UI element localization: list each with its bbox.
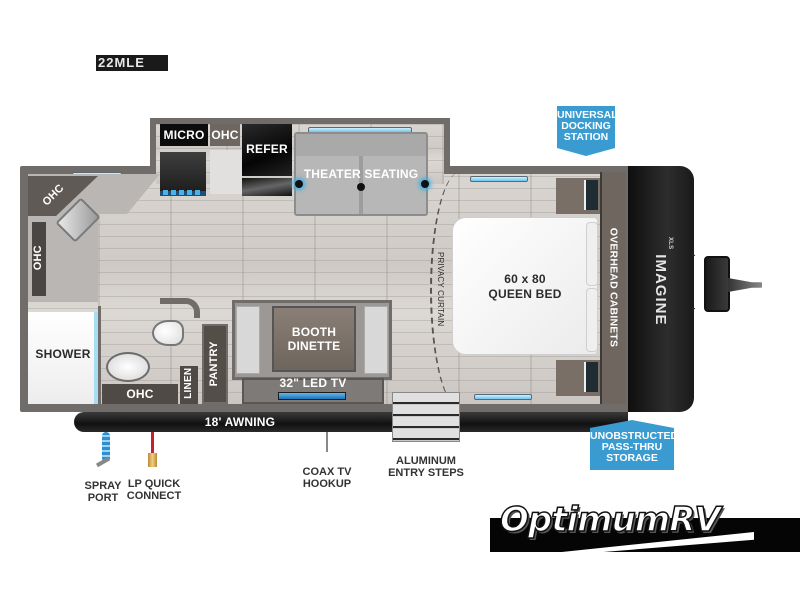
front-cap	[628, 166, 694, 412]
hitch-coupler	[728, 278, 762, 292]
entry-steps-label: ALUMINUM ENTRY STEPS	[384, 455, 468, 479]
shower	[28, 312, 98, 404]
coax-label: COAX TV HOOKUP	[296, 466, 358, 490]
lp-hose	[151, 432, 154, 454]
queen-bed	[452, 217, 598, 355]
bed-size-label: 60 x 80	[504, 272, 546, 286]
tv-label: 32" LED TV	[279, 376, 347, 390]
bath-door-wall	[160, 298, 200, 318]
privacy-curtain	[430, 172, 490, 408]
refrigerator	[242, 124, 292, 176]
lp-quick-connect-label: LP QUICK CONNECT	[124, 478, 184, 502]
privacy-curtain-label: PRIVACY CURTAIN	[436, 251, 446, 327]
spray-port-hose	[102, 432, 110, 462]
spray-port-label: SPRAY PORT	[78, 480, 128, 504]
storage-line3: STORAGE	[606, 452, 658, 464]
linen-label: LINEN	[182, 367, 194, 399]
awning	[74, 412, 392, 432]
pantry	[202, 324, 228, 404]
storage-line1: UNOBSTRUCTED	[590, 430, 679, 442]
cupholder-icon	[357, 183, 365, 191]
bath-ohc-label: OHC	[126, 387, 154, 401]
theater-seat-divider	[359, 134, 363, 214]
tv-screen	[278, 392, 346, 400]
spray-port-nozzle	[95, 456, 111, 468]
pillow	[586, 222, 598, 286]
coax-line2: HOOKUP	[302, 478, 352, 490]
stove-knobs	[163, 190, 203, 195]
cupholder-icon	[421, 180, 429, 188]
cupholder-icon	[295, 180, 303, 188]
spray-port-line1: SPRAY	[84, 480, 122, 492]
lp-connector	[148, 453, 157, 467]
brand-logo: IMAGINE	[651, 254, 669, 326]
docking-line2: DOCKING	[561, 120, 611, 132]
pantry-label: PANTRY	[208, 341, 221, 387]
pillow	[586, 288, 598, 352]
nightstand-shelf	[584, 180, 598, 210]
lp-line1: LP QUICK	[127, 478, 181, 490]
steps-line2: ENTRY STEPS	[388, 467, 464, 479]
bath-wall	[98, 306, 101, 404]
theater-seat-back	[296, 134, 426, 156]
dinette-bench-right	[364, 306, 388, 374]
overhead-cabinets-label: OVERHEAD CABINETS	[607, 227, 620, 348]
ohc-kitchen-label: OHC	[211, 128, 239, 142]
bath-sink	[106, 352, 150, 382]
dinette-label: DINETTE	[287, 339, 341, 353]
spray-port-line2: PORT	[87, 492, 119, 504]
overhead-cabinets	[600, 172, 626, 404]
coax-line	[326, 432, 328, 452]
awning-right	[460, 412, 628, 432]
dinette-bench-left	[236, 306, 260, 374]
bath-ohc	[102, 384, 178, 404]
pass-thru-storage-callout: UNOBSTRUCTED PASS-THRU STORAGE	[590, 420, 674, 470]
refer-label: REFER	[246, 142, 288, 156]
toilet	[152, 320, 184, 346]
refrigerator-base	[242, 178, 292, 196]
entry-steps	[392, 392, 460, 442]
linen	[180, 366, 198, 404]
microwave	[160, 124, 208, 146]
model-code: 22MLE	[96, 55, 168, 71]
coax-line1: COAX TV	[302, 466, 352, 478]
awning-label: 18' AWNING	[204, 415, 276, 429]
ohc-left-label: OHC	[32, 245, 45, 271]
dinette-table	[272, 306, 356, 372]
kitchen-counter	[210, 150, 242, 194]
docking-station-callout: UNIVERSAL DOCKING STATION	[557, 106, 615, 156]
booth-label: BOOTH	[291, 325, 337, 339]
hitch-jack	[704, 256, 730, 312]
docking-line1: UNIVERSAL	[557, 109, 618, 121]
storage-line2: PASS-THRU	[601, 441, 663, 453]
steps-line1: ALUMINUM	[396, 455, 456, 467]
ohc-kitchen	[210, 124, 240, 146]
nightstand-shelf	[584, 362, 598, 392]
ohc-left	[32, 222, 46, 296]
micro-label: MICRO	[163, 128, 205, 142]
theater-seating-label: THEATER SEATING	[303, 167, 419, 181]
watermark-text: OptimumRV	[499, 499, 721, 541]
lp-line2: CONNECT	[126, 490, 182, 502]
shower-label: SHOWER	[35, 347, 91, 361]
docking-line3: STATION	[563, 131, 609, 143]
brand-logo-sub: XLS	[667, 237, 674, 250]
bed-type-label: QUEEN BED	[488, 287, 562, 301]
